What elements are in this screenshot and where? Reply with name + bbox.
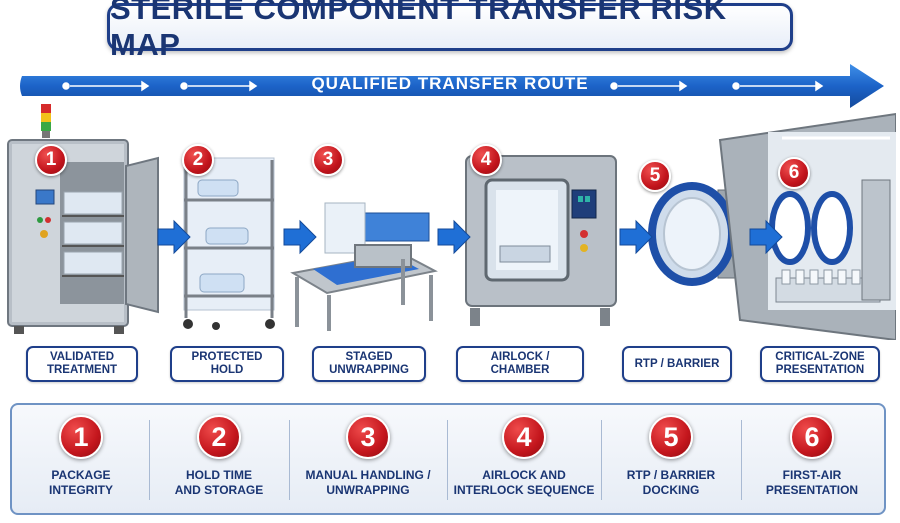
route-arrow bbox=[20, 64, 884, 108]
risk-2-label: HOLD TIME AND STORAGE bbox=[174, 468, 264, 497]
risk-3-label: MANUAL HANDLING / UNWRAPPING bbox=[305, 468, 431, 497]
risk-item-4: 4 AIRLOCK AND INTERLOCK SEQUENCE bbox=[448, 410, 600, 508]
flow-arrow-5-to-6 bbox=[749, 219, 783, 255]
risk-1-label: PACKAGE INTEGRITY bbox=[48, 468, 113, 497]
route-label: QUALIFIED TRANSFER ROUTE bbox=[311, 74, 589, 93]
risk-divider bbox=[447, 420, 448, 500]
risk-divider bbox=[601, 420, 602, 500]
stage-1-label: VALIDATED TREATMENT bbox=[26, 346, 138, 382]
risk-5-label: RTP / BARRIER DOCKING bbox=[626, 468, 716, 497]
sterilizer-cabinet-illustration bbox=[7, 104, 159, 334]
isolator-critical-zone-illustration bbox=[718, 112, 896, 340]
stage-2-label: PROTECTED HOLD bbox=[170, 346, 284, 382]
staging-table-illustration bbox=[290, 202, 438, 331]
rtp-port-illustration bbox=[648, 182, 745, 286]
flow-arrow-4-to-5 bbox=[619, 219, 653, 255]
flow-arrow-1-to-2 bbox=[157, 219, 191, 255]
risk-4-badge: 4 bbox=[502, 415, 546, 459]
risk-2-badge: 2 bbox=[197, 415, 241, 459]
risk-divider bbox=[741, 420, 742, 500]
risk-divider bbox=[289, 420, 290, 500]
page-title: STERILE COMPONENT TRANSFER RISK MAP bbox=[110, 0, 727, 62]
stage-3-label: STAGED UNWRAPPING bbox=[312, 346, 426, 382]
stage-2-badge: 2 bbox=[182, 144, 214, 176]
stage-1-badge: 1 bbox=[35, 144, 67, 176]
stage-4-label: AIRLOCK / CHAMBER bbox=[456, 346, 584, 382]
flow-arrow-2-to-3 bbox=[283, 219, 317, 255]
risk-3-badge: 3 bbox=[346, 415, 390, 459]
airlock-chamber-illustration bbox=[465, 155, 617, 326]
risk-item-5: 5 RTP / BARRIER DOCKING bbox=[602, 410, 740, 508]
stage-5-label: RTP / BARRIER bbox=[622, 346, 732, 382]
stage-6-badge: 6 bbox=[778, 157, 810, 189]
risk-item-6: 6 FIRST-AIR PRESENTATION bbox=[742, 410, 882, 508]
stage-3-badge: 3 bbox=[312, 144, 344, 176]
risk-4-label: AIRLOCK AND INTERLOCK SEQUENCE bbox=[453, 468, 595, 497]
risk-item-1: 1 PACKAGE INTEGRITY bbox=[14, 410, 148, 508]
title-banner: STERILE COMPONENT TRANSFER RISK MAP bbox=[107, 0, 793, 62]
risk-5-badge: 5 bbox=[649, 415, 693, 459]
risk-6-badge: 6 bbox=[790, 415, 834, 459]
stage-6-label: CRITICAL-ZONE PRESENTATION bbox=[760, 346, 880, 382]
risk-panel bbox=[10, 403, 886, 515]
risk-item-3: 3 MANUAL HANDLING / UNWRAPPING bbox=[290, 410, 446, 508]
protected-hold-rack-illustration bbox=[183, 157, 275, 330]
risk-item-2: 2 HOLD TIME AND STORAGE bbox=[150, 410, 288, 508]
stage-5-badge: 5 bbox=[639, 160, 671, 192]
risk-6-label: FIRST-AIR PRESENTATION bbox=[765, 468, 859, 497]
flow-arrow-3-to-4 bbox=[437, 219, 471, 255]
stage-4-badge: 4 bbox=[470, 144, 502, 176]
risk-1-badge: 1 bbox=[59, 415, 103, 459]
risk-divider bbox=[149, 420, 150, 500]
